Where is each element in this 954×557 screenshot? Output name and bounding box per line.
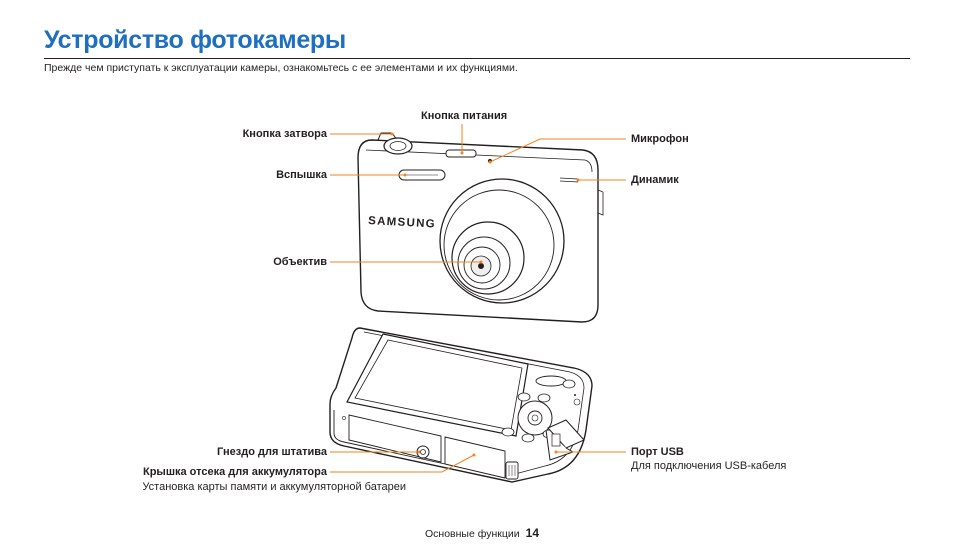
lens-illustration [439,178,565,304]
label-power-button: Кнопка питания [421,110,508,122]
label-speaker: Динамик [631,174,679,186]
intro-text: Прежде чем приступать к эксплуатации кам… [44,62,518,74]
callout-battery [330,454,475,473]
label-usb-port-description: Для подключения USB-кабеля [631,460,787,472]
label-usb-port: Порт USB [631,446,684,458]
label-battery-cover-description: Установка карты памяти и аккумуляторной … [142,481,406,493]
title-divider [44,58,910,59]
speaker-illustration [559,177,579,183]
dpad-illustration [517,400,553,436]
label-lens: Объектив [273,256,327,268]
callout-lines [330,124,626,473]
camera-front-illustration: SAMSUNG [357,132,604,323]
page-number: 14 [525,526,540,540]
shutter-button-illustration [383,137,413,155]
label-microphone: Микрофон [631,133,689,145]
page-title: Устройство фотокамеры [44,26,346,54]
page-footer: Основные функции 14 [425,526,539,540]
label-flash: Вспышка [276,169,327,181]
label-shutter-button: Кнопка затвора [242,128,327,140]
lcd-screen-illustration [346,333,529,437]
callout-microphone [489,138,626,163]
label-battery-cover: Крышка отсека для аккумулятора [143,466,327,478]
label-tripod-socket: Гнездо для штатива [217,446,327,458]
camera-back-illustration [329,327,593,483]
camera-brand-logo: SAMSUNG [368,215,436,231]
footer-section-name: Основные функции [425,528,520,540]
